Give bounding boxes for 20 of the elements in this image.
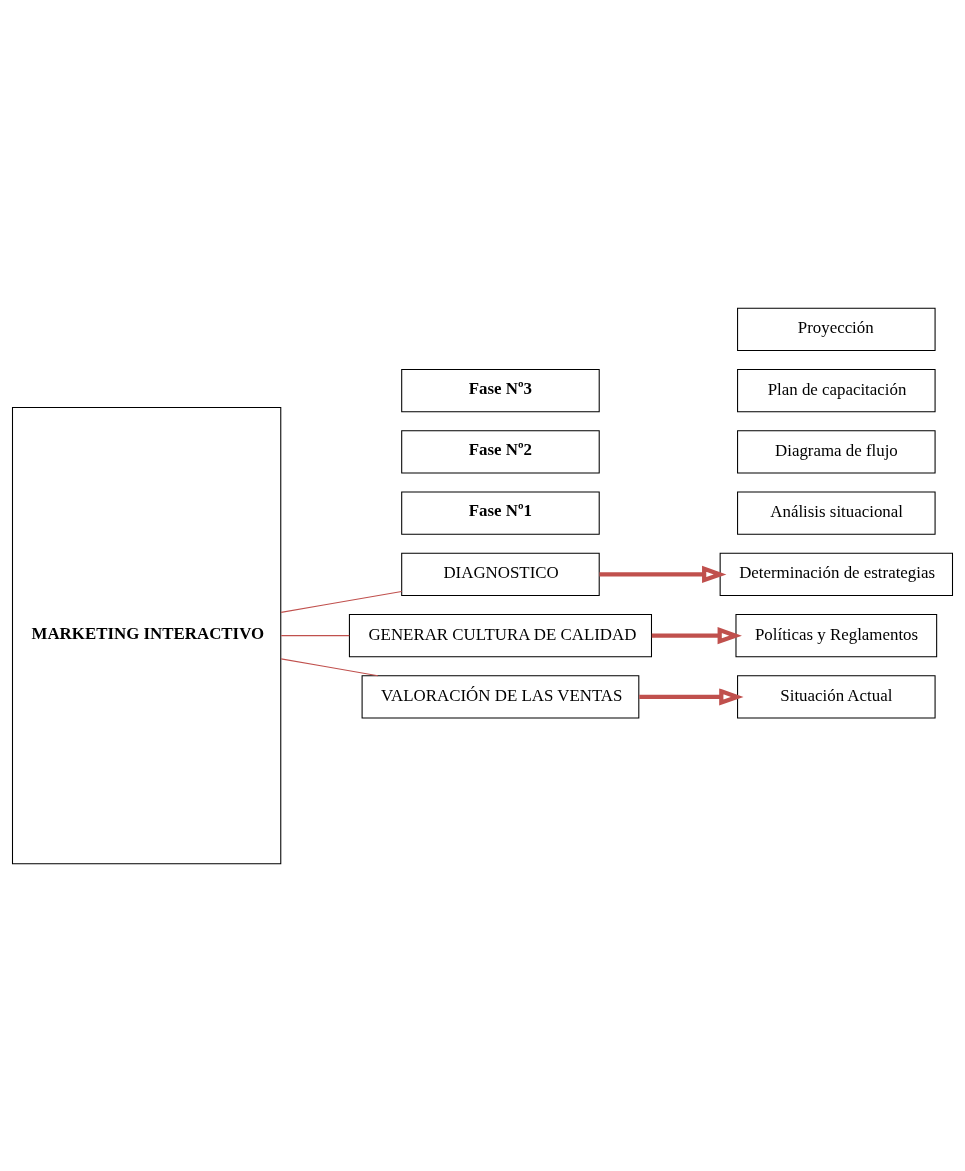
node-box: Determinación de estrategias bbox=[719, 552, 954, 596]
node-box: Análisis situacional bbox=[737, 490, 936, 535]
connector bbox=[280, 657, 379, 676]
connector bbox=[280, 590, 403, 613]
node-box: Fase Nº1 bbox=[401, 490, 600, 535]
node-box: GENERAR CULTURA DE CALIDAD bbox=[348, 613, 652, 657]
arrow bbox=[651, 626, 742, 644]
arrow bbox=[599, 565, 727, 583]
node-box: Plan de capacitación bbox=[737, 368, 936, 412]
node-box: Fase Nº3 bbox=[401, 368, 600, 412]
node-box: MARKETING INTERACTIVO bbox=[11, 406, 282, 864]
node-box: Proyección bbox=[737, 307, 936, 351]
arrow bbox=[639, 687, 744, 705]
node-box: DIAGNOSTICO bbox=[401, 552, 600, 596]
node-box: VALORACIÓN DE LAS VENTAS bbox=[361, 674, 640, 719]
node-box: Situación Actual bbox=[737, 674, 936, 719]
node-box: Diagrama de flujo bbox=[737, 429, 936, 473]
connector bbox=[280, 634, 350, 636]
node-box: Fase Nº2 bbox=[401, 429, 600, 473]
node-box: Políticas y Reglamentos bbox=[735, 613, 938, 657]
